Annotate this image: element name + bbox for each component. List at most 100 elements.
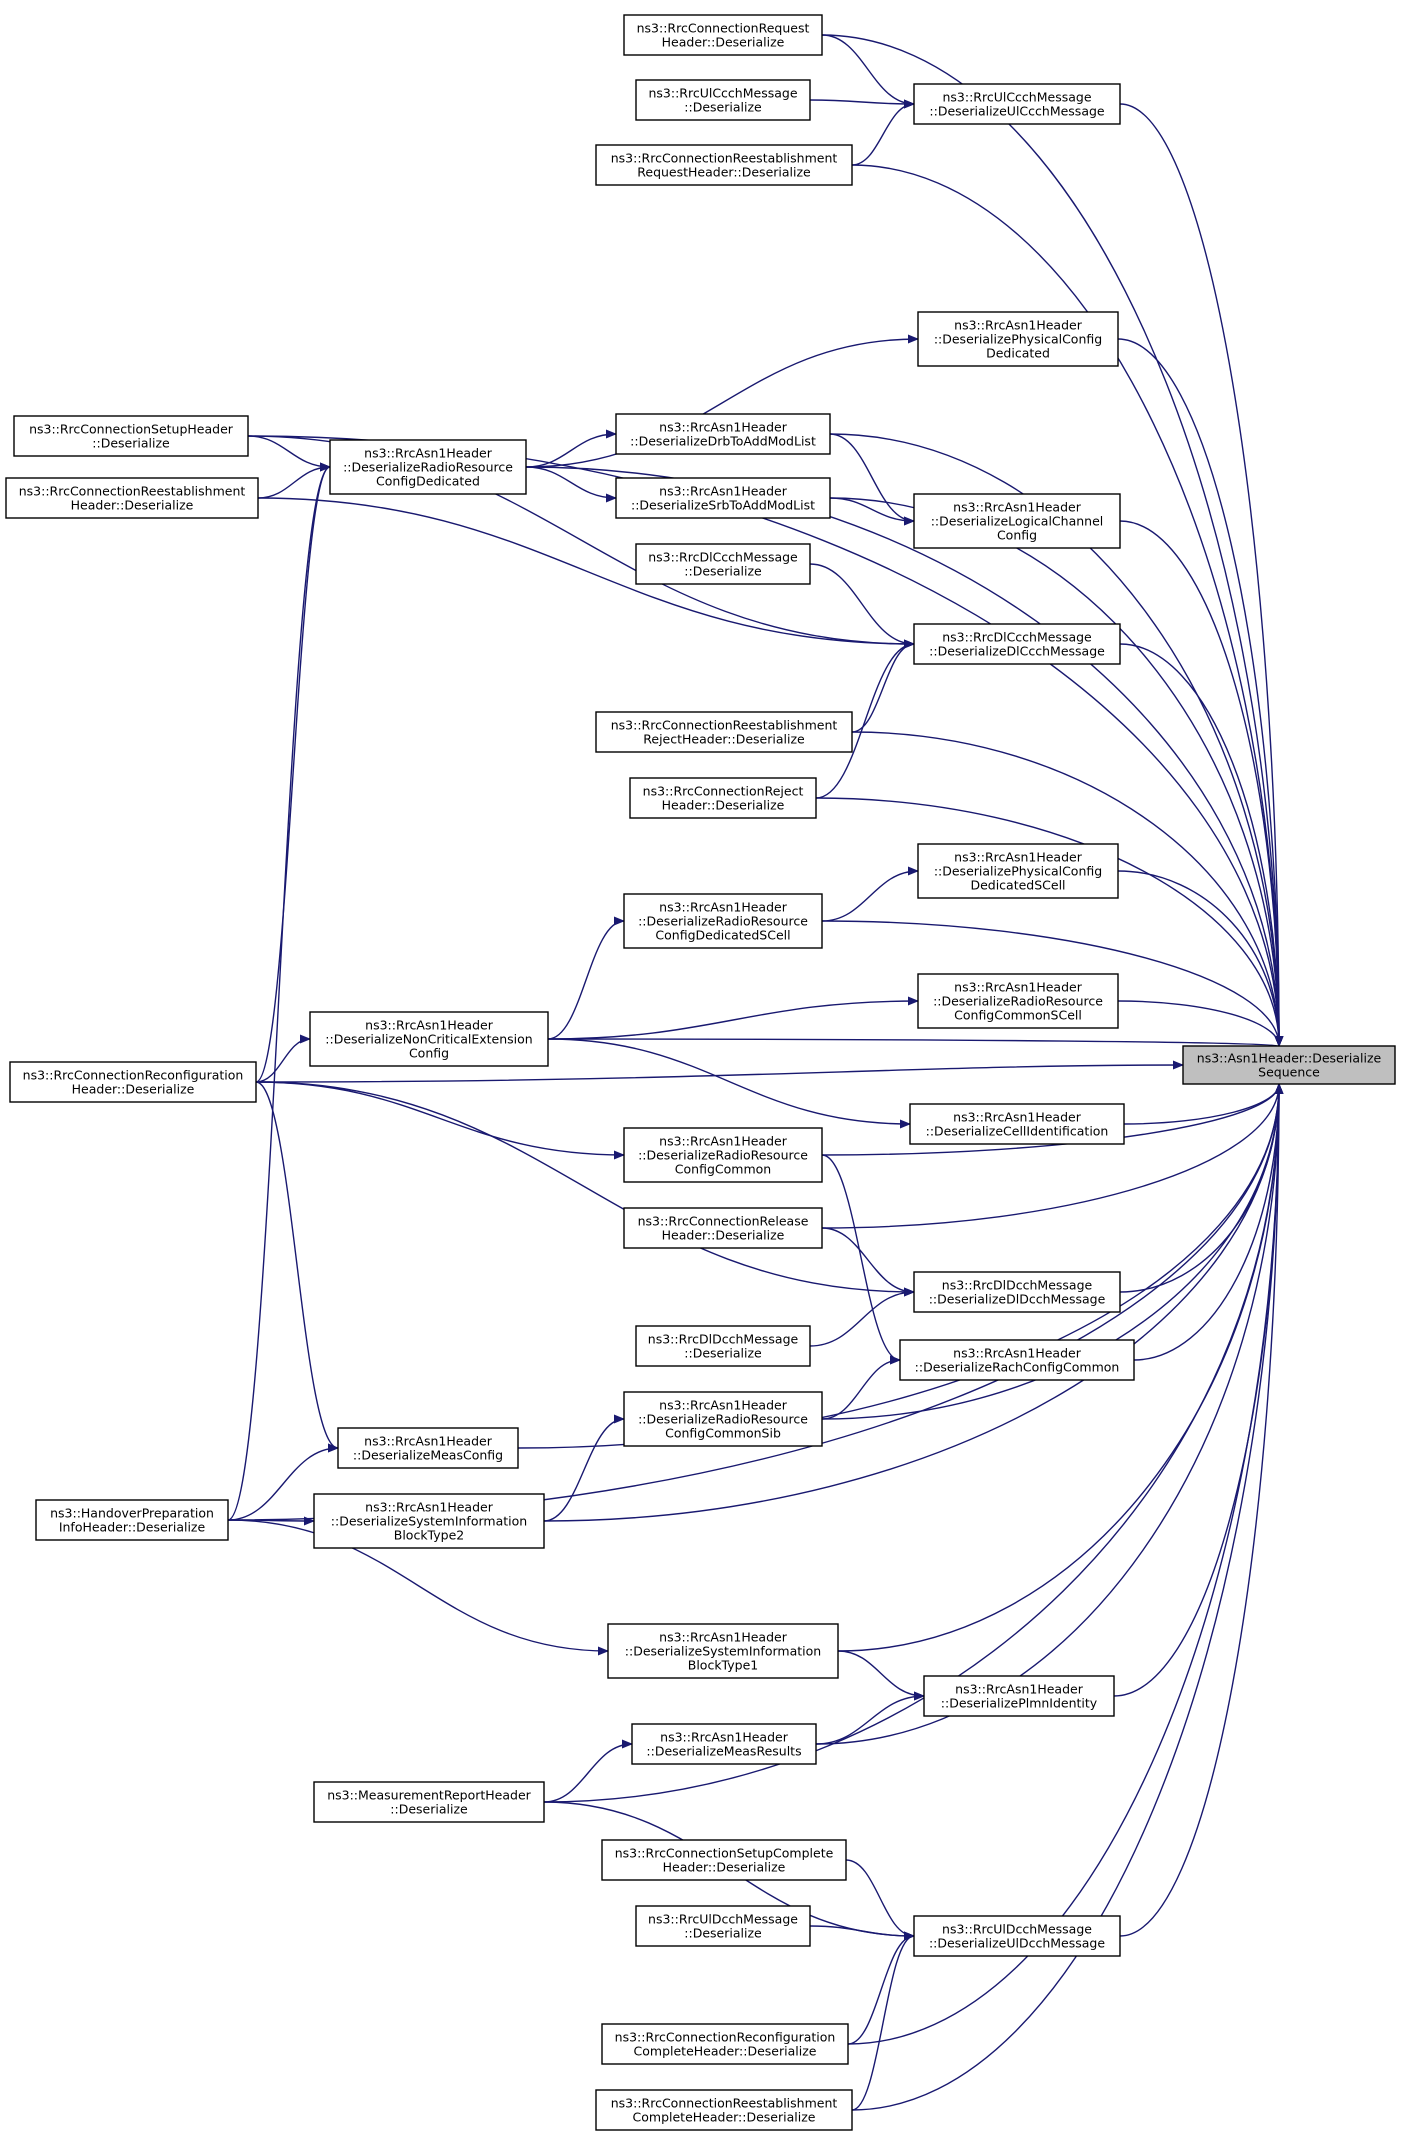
- edge-rrc-ul-dcch-des-ul-to-target: [1119, 1083, 1284, 1937]
- node-box: [595, 144, 853, 186]
- node-box: [635, 1905, 811, 1947]
- edge-radio-res-cfg-common-sib-to-rach-cfg-common: [821, 1355, 901, 1420]
- node-label-line: DedicatedSCell: [970, 878, 1065, 893]
- edge-non-crit-ext-cfg-to-cell-ident: [547, 1038, 911, 1129]
- edge-path: [851, 1083, 1284, 2111]
- edge-path: [809, 99, 915, 109]
- node-sib2[interactable]: ns3::RrcAsn1Header::DeserializeSystemInf…: [313, 1493, 545, 1549]
- node-rrc-conn-reest-hdr[interactable]: ns3::RrcConnectionReestablishmentHeader:…: [5, 477, 259, 519]
- node-label-line: Sequence: [1258, 1065, 1320, 1080]
- node-label-line: ns3::RrcAsn1Header: [659, 484, 788, 499]
- edge-rrc-conn-req-hdr-to-target: [821, 34, 1284, 1047]
- node-radio-res-cfg-common-sib[interactable]: ns3::RrcAsn1Header::DeserializeRadioReso…: [623, 1391, 823, 1447]
- edge-path: [815, 1083, 1284, 1745]
- edge-radio-res-cfg-common-to-target: [821, 1083, 1284, 1156]
- node-srb-to-add-mod[interactable]: ns3::RrcAsn1Header::DeserializeSrbToAddM…: [615, 477, 831, 519]
- node-meas-report-hdr[interactable]: ns3::MeasurementReportHeader::Deserializ…: [313, 1781, 545, 1823]
- node-rrc-dl-dcch-msg-des[interactable]: ns3::RrcDlDcchMessage::Deserialize: [635, 1325, 811, 1367]
- call-edges: [227, 34, 1284, 2111]
- node-phys-cfg-ded[interactable]: ns3::RrcAsn1Header::DeserializePhysicalC…: [917, 311, 1119, 367]
- node-rrc-ul-ccch-des-ul[interactable]: ns3::RrcUlCcchMessage::DeserializeUlCcch…: [913, 83, 1121, 125]
- node-rrc-dl-ccch-msg-des[interactable]: ns3::RrcDlCcchMessage::Deserialize: [635, 543, 811, 585]
- edge-path: [255, 1081, 625, 1160]
- node-label-line: InfoHeader::Deserialize: [59, 1520, 206, 1535]
- node-rrc-conn-reest-req-hdr[interactable]: ns3::RrcConnectionReestablishmentRequest…: [595, 144, 853, 186]
- node-rrc-conn-setup-complete-hdr[interactable]: ns3::RrcConnectionSetupCompleteHeader::D…: [601, 1839, 847, 1881]
- node-label-line: BlockType2: [394, 1528, 464, 1543]
- edge-path: [821, 34, 915, 109]
- node-rrc-conn-req-hdr[interactable]: ns3::RrcConnectionRequestHeader::Deseria…: [623, 14, 823, 56]
- edge-handover-prep-hdr-to-radio-res-cfg-ded: [227, 462, 331, 1521]
- node-label-line: ::Deserialize: [92, 436, 170, 451]
- node-label-line: ns3::RrcAsn1Header: [953, 1110, 1082, 1125]
- edge-path: [543, 1083, 1284, 1803]
- node-label-line: ns3::RrcAsn1Header: [659, 1134, 788, 1149]
- node-handover-prep-hdr[interactable]: ns3::HandoverPreparationInfoHeader::Dese…: [35, 1499, 229, 1541]
- node-box: [635, 543, 811, 585]
- node-label-line: ::DeserializeDrbToAddModList: [630, 434, 816, 449]
- node-rrc-ul-dcch-msg-des[interactable]: ns3::RrcUlDcchMessage::Deserialize: [635, 1905, 811, 1947]
- node-rrc-conn-rel-hdr[interactable]: ns3::RrcConnectionReleaseHeader::Deseria…: [623, 1207, 823, 1249]
- node-rrc-conn-reest-complete-hdr[interactable]: ns3::RrcConnectionReestablishmentComplet…: [595, 2089, 853, 2131]
- node-box: [631, 1723, 817, 1765]
- node-box: [337, 1427, 519, 1469]
- node-rrc-conn-reest-rej-hdr[interactable]: ns3::RrcConnectionReestablishmentRejectH…: [595, 711, 853, 753]
- node-rrc-ul-ccch-msg-des[interactable]: ns3::RrcUlCcchMessage::Deserialize: [635, 79, 811, 121]
- edge-path: [829, 497, 1284, 1047]
- node-box: [899, 1339, 1135, 1381]
- node-radio-res-cfg-ded-s-cell[interactable]: ns3::RrcAsn1Header::DeserializeRadioReso…: [623, 893, 823, 949]
- node-radio-res-cfg-common-s-cell[interactable]: ns3::RrcAsn1Header::DeserializeRadioReso…: [917, 973, 1119, 1029]
- node-logical-ch-cfg[interactable]: ns3::RrcAsn1Header::DeserializeLogicalCh…: [913, 493, 1121, 549]
- node-rrc-conn-reconf-complete-hdr[interactable]: ns3::RrcConnectionReconfigurationComplet…: [601, 2023, 849, 2065]
- node-label-line: ns3::RrcDlCcchMessage: [648, 550, 798, 565]
- node-cell-ident[interactable]: ns3::RrcAsn1Header::DeserializeCellIdent…: [909, 1103, 1125, 1145]
- node-radio-res-cfg-common[interactable]: ns3::RrcAsn1Header::DeserializeRadioReso…: [623, 1127, 823, 1183]
- node-label-line: ns3::RrcDlDcchMessage: [648, 1332, 799, 1347]
- node-rrc-dl-dcch-des-dl[interactable]: ns3::RrcDlDcchMessage::DeserializeDlDcch…: [913, 1271, 1121, 1313]
- node-label-line: ConfigCommon: [675, 1162, 771, 1177]
- edge-path: [525, 334, 919, 468]
- node-meas-results[interactable]: ns3::RrcAsn1Header::DeserializeMeasResul…: [631, 1723, 817, 1765]
- node-label-line: ns3::RrcAsn1Header: [659, 1630, 788, 1645]
- node-label-line: ns3::RrcAsn1Header: [659, 900, 788, 915]
- edge-path: [1117, 1000, 1284, 1047]
- node-rrc-ul-dcch-des-ul[interactable]: ns3::RrcUlDcchMessage::DeserializeUlDcch…: [913, 1915, 1121, 1957]
- node-phys-cfg-ded-s-cell[interactable]: ns3::RrcAsn1Header::DeserializePhysicalC…: [917, 843, 1119, 899]
- node-label-line: ::Deserialize: [684, 1926, 762, 1941]
- node-rrc-conn-setup-hdr[interactable]: ns3::RrcConnectionSetupHeader::Deseriali…: [13, 415, 249, 457]
- node-rrc-conn-reconf-hdr[interactable]: ns3::RrcConnectionReconfigurationHeader:…: [9, 1061, 257, 1103]
- edge-path: [847, 1083, 1284, 2045]
- node-label-line: ::Deserialize: [684, 100, 762, 115]
- node-box: [917, 973, 1119, 1029]
- edge-rrc-conn-rej-hdr-to-rrc-dl-ccch-des-dl: [815, 639, 915, 799]
- edge-rrc-conn-rel-hdr-to-target: [821, 1083, 1284, 1229]
- node-label-line: ::DeserializeRadioResource: [343, 460, 513, 475]
- edge-path: [227, 462, 331, 1521]
- node-radio-res-cfg-ded[interactable]: ns3::RrcAsn1Header::DeserializeRadioReso…: [329, 439, 527, 495]
- edge-logical-ch-cfg-to-target: [1119, 520, 1284, 1047]
- edge-radio-res-cfg-ded-to-srb-to-add-mod: [525, 466, 617, 503]
- node-sib1[interactable]: ns3::RrcAsn1Header::DeserializeSystemInf…: [607, 1623, 839, 1679]
- edge-path: [851, 99, 915, 166]
- edge-path: [547, 1038, 911, 1129]
- edge-rrc-conn-setup-complete-hdr-to-rrc-ul-dcch-des-ul: [845, 1859, 915, 1941]
- edge-path: [821, 920, 1284, 1047]
- node-drb-to-add-mod[interactable]: ns3::RrcAsn1Header::DeserializeDrbToAddM…: [615, 413, 831, 455]
- node-label-line: ::DeserializeDlCcchMessage: [929, 644, 1105, 659]
- node-non-crit-ext-cfg[interactable]: ns3::RrcAsn1Header::DeserializeNonCritic…: [309, 1011, 549, 1067]
- node-label-line: ns3::MeasurementReportHeader: [327, 1788, 531, 1803]
- node-box: [913, 1271, 1121, 1313]
- edge-rrc-conn-reest-hdr-to-rrc-dl-ccch-des-dl: [257, 497, 915, 649]
- node-label-line: ::DeserializePlmnIdentity: [941, 1696, 1098, 1711]
- node-rrc-conn-rej-hdr[interactable]: ns3::RrcConnectionRejectHeader::Deserial…: [629, 777, 817, 819]
- node-label-line: ::DeserializePhysicalConfig: [934, 864, 1102, 879]
- node-label-line: Dedicated: [986, 346, 1050, 361]
- node-label-line: Header::Deserialize: [72, 1082, 195, 1097]
- node-meas-cfg[interactable]: ns3::RrcAsn1Header::DeserializeMeasConfi…: [337, 1427, 519, 1469]
- edge-path: [851, 1931, 915, 2111]
- node-rrc-dl-ccch-des-dl[interactable]: ns3::RrcDlCcchMessage::DeserializeDlCcch…: [913, 623, 1121, 665]
- node-plmn-ident[interactable]: ns3::RrcAsn1Header::DeserializePlmnIdent…: [923, 1675, 1115, 1717]
- node-rach-cfg-common[interactable]: ns3::RrcAsn1Header::DeserializeRachConfi…: [899, 1339, 1135, 1381]
